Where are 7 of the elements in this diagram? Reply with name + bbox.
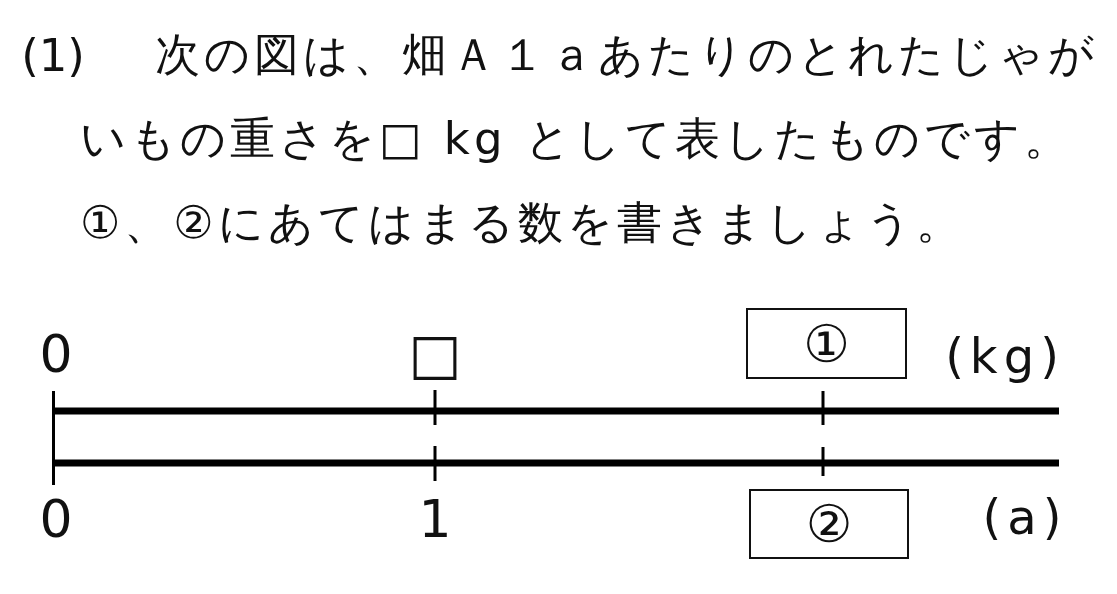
tick-label: 0: [39, 493, 73, 545]
tick-label: 1: [418, 493, 452, 545]
tick-label: 0: [39, 328, 73, 380]
answer-box: ②: [749, 489, 909, 559]
answer-box: ①: [746, 308, 907, 379]
unit-label: (a): [982, 493, 1068, 541]
tick-label: □: [408, 326, 462, 382]
